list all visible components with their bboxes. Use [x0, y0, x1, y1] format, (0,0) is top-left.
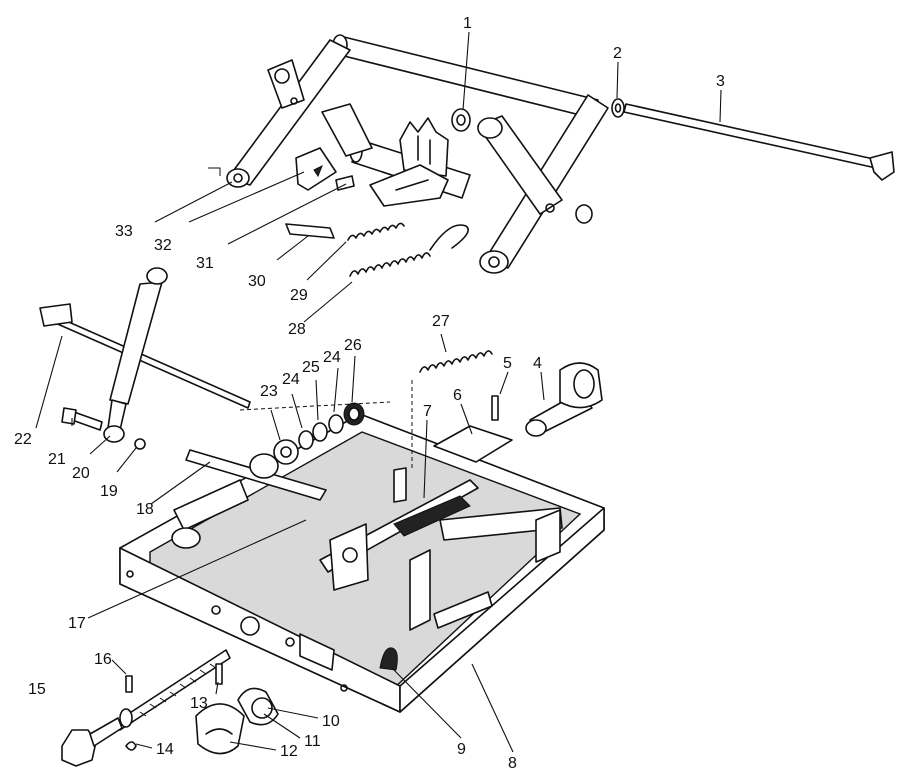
- handwheel-assembly: [61, 649, 279, 767]
- callout-10: 10: [322, 713, 340, 730]
- roller-assembly: [525, 362, 603, 437]
- callout-32: 32: [154, 237, 172, 254]
- callout-22: 22: [14, 431, 32, 448]
- base-frame: [119, 395, 605, 713]
- callout-3: 3: [716, 73, 725, 90]
- callout-28: 28: [288, 321, 306, 338]
- callout-26: 26: [344, 337, 362, 354]
- callout-29: 29: [290, 287, 308, 304]
- callout-27: 27: [432, 313, 450, 330]
- callout-19: 19: [100, 483, 118, 500]
- callout-23: 23: [260, 383, 278, 400]
- callout-20: 20: [72, 465, 90, 482]
- callout-25: 25: [302, 359, 320, 376]
- callout-15: 15: [28, 681, 46, 698]
- callout-2: 2: [613, 45, 622, 62]
- callout-18: 18: [136, 501, 154, 518]
- callout-14: 14: [156, 741, 174, 758]
- left-strut-assembly: [39, 267, 251, 450]
- callout-5: 5: [503, 355, 512, 372]
- callout-labels: 1 2 3 4 5 6 7 8 9 10 11 12 13 14 15 16 1…: [14, 15, 725, 772]
- callout-16: 16: [94, 651, 112, 668]
- callout-30: 30: [248, 273, 266, 290]
- callout-33: 33: [115, 223, 133, 240]
- callout-9: 9: [457, 741, 466, 758]
- callout-17: 17: [68, 615, 86, 632]
- callout-6: 6: [453, 387, 462, 404]
- callout-11: 11: [304, 733, 321, 750]
- washer-stack: [239, 350, 493, 470]
- callout-8: 8: [508, 755, 517, 772]
- callout-1: 1: [463, 15, 472, 32]
- leader-lines: [35, 31, 722, 753]
- callout-4: 4: [533, 355, 542, 372]
- callout-13: 13: [190, 695, 208, 712]
- callout-7: 7: [423, 403, 432, 420]
- callout-24b: 24: [323, 349, 341, 366]
- callout-24a: 24: [282, 371, 300, 388]
- upper-link-assembly: [208, 34, 895, 277]
- callout-12: 12: [280, 743, 298, 760]
- callout-21: 21: [48, 451, 66, 468]
- callout-31: 31: [196, 255, 214, 272]
